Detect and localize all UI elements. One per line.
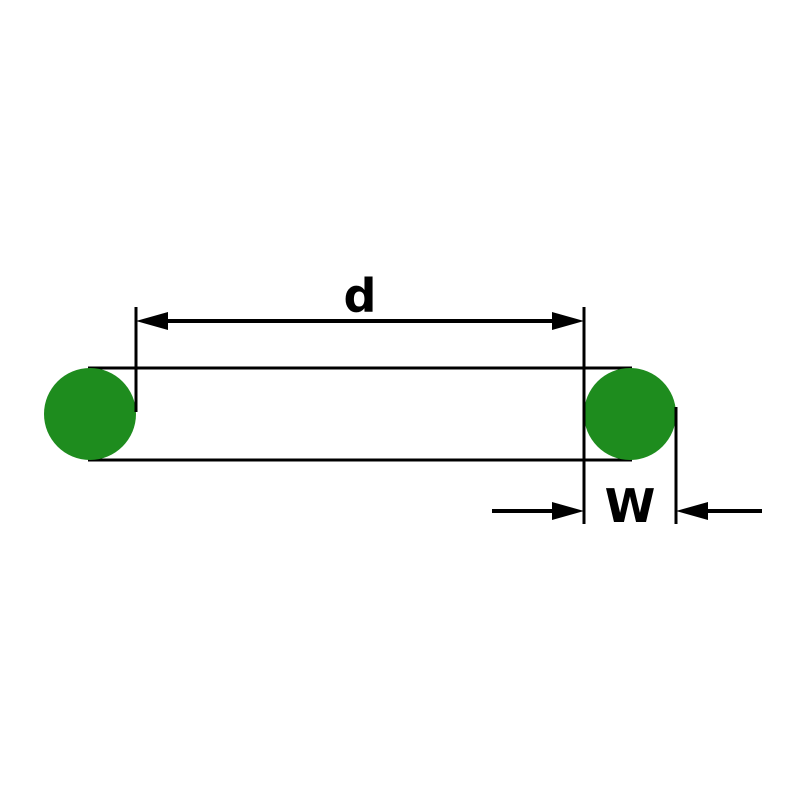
d-arrowhead-right <box>552 312 584 330</box>
d-dimension-label: d <box>344 269 377 323</box>
w-dimension-label: W <box>605 479 656 533</box>
w-arrowhead-left <box>552 502 584 520</box>
d-arrowhead-left <box>136 312 168 330</box>
left-cross-section-circle <box>44 368 136 460</box>
w-arrowhead-right <box>676 502 708 520</box>
right-cross-section-circle <box>584 368 676 460</box>
